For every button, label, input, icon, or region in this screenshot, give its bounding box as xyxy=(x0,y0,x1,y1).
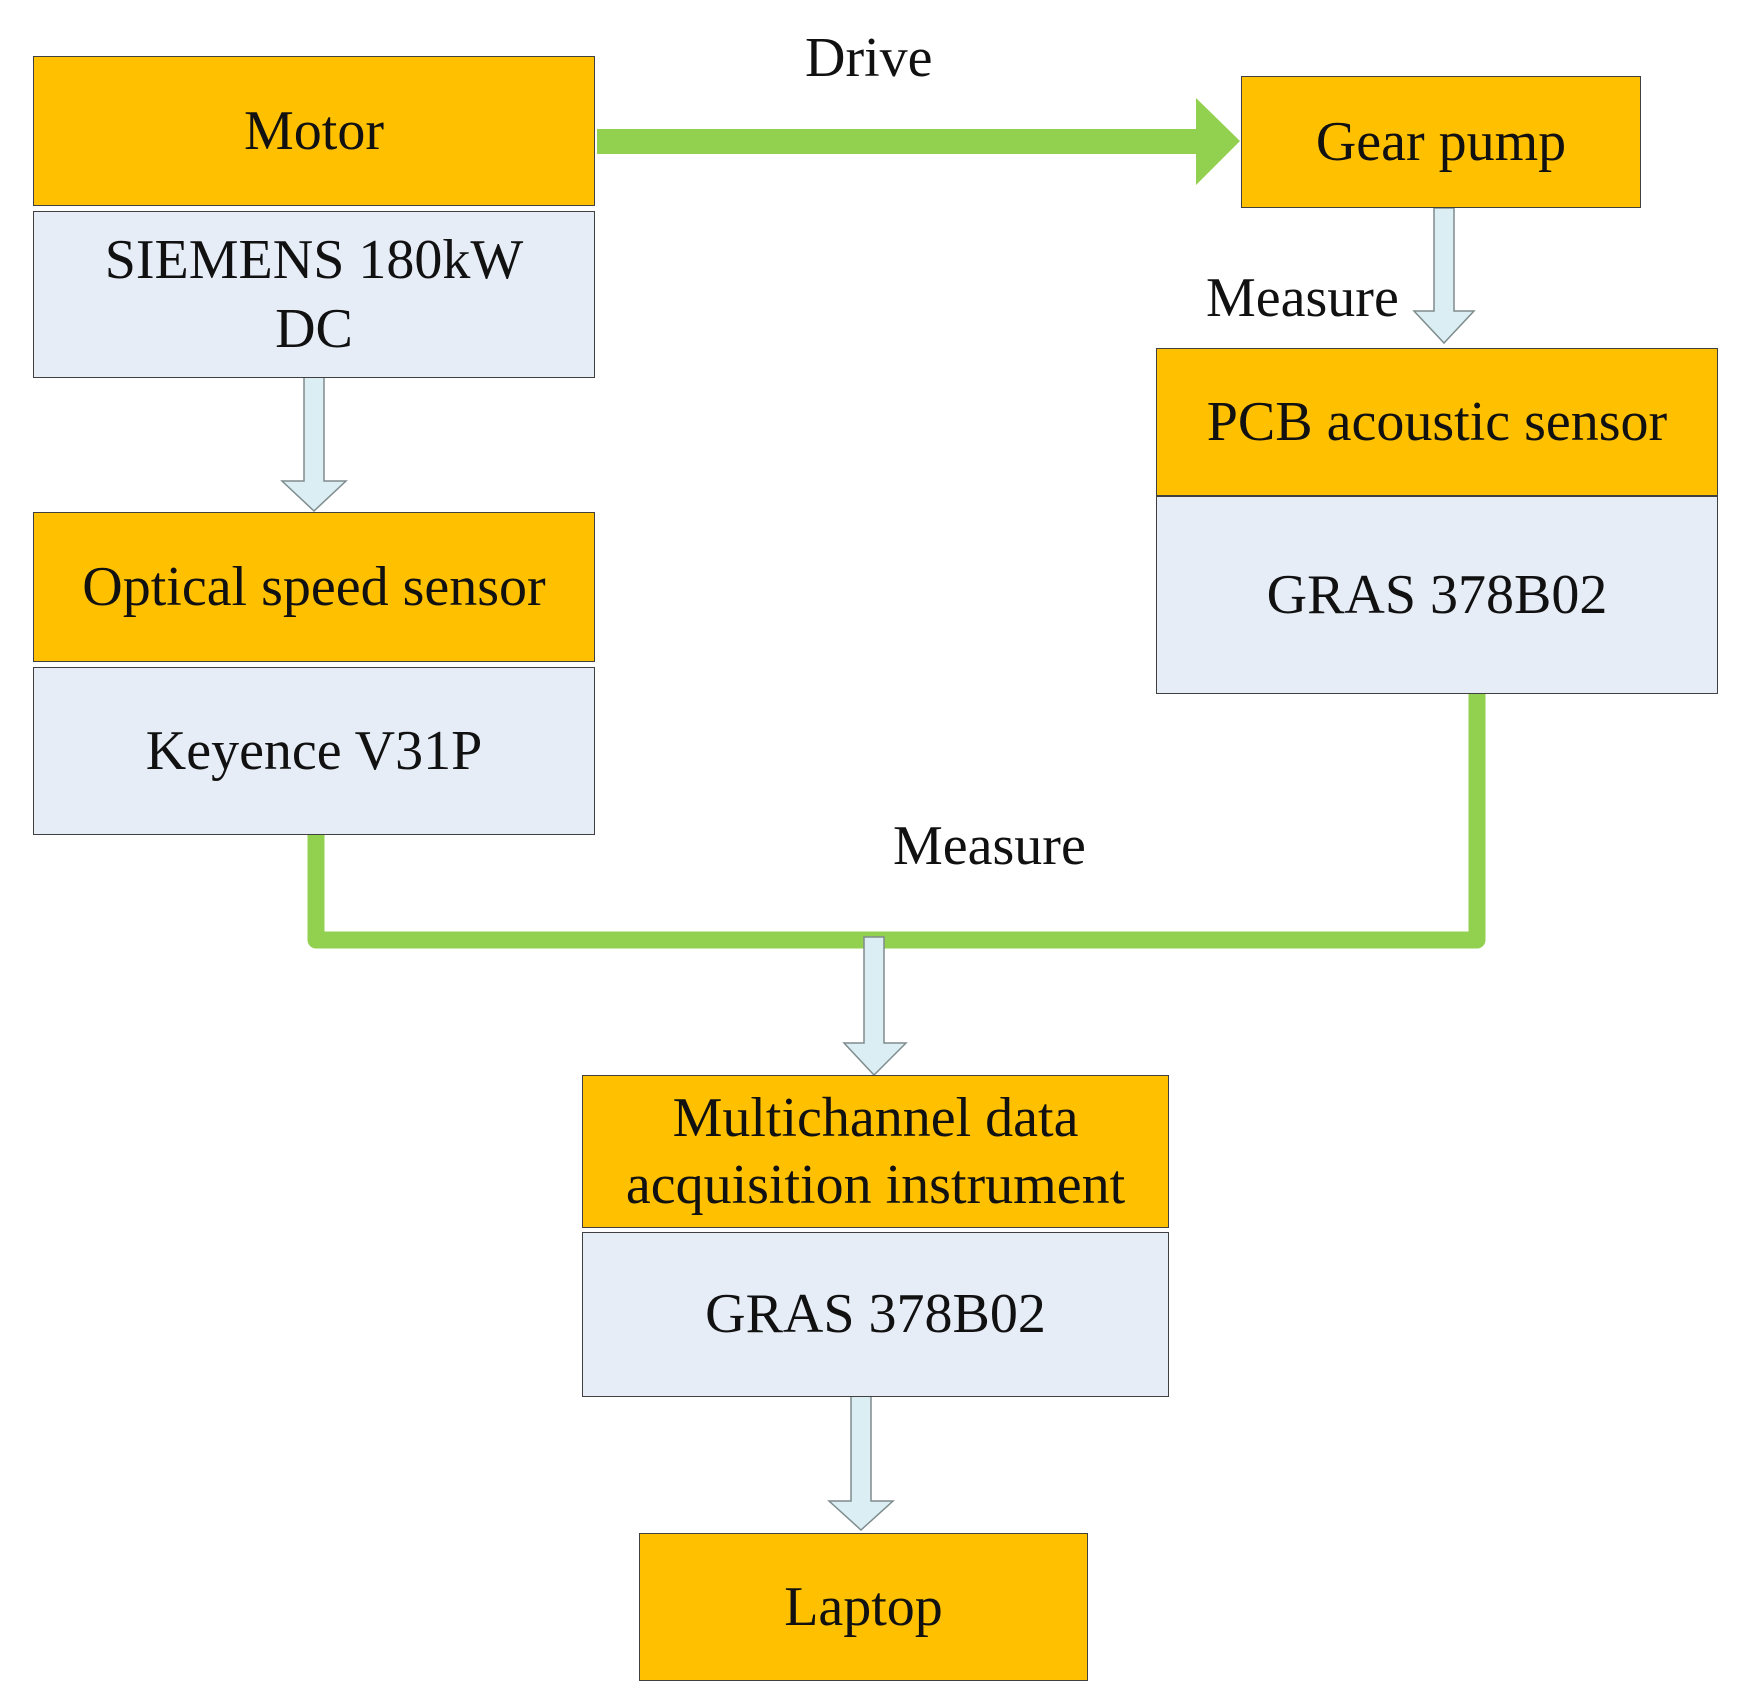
daq-title-box: Multichannel data acquisition instrument xyxy=(582,1075,1169,1228)
measure-label-top: Measure xyxy=(1206,267,1399,329)
measure-collector-line xyxy=(307,693,1486,949)
drive-arrow xyxy=(597,98,1240,185)
laptop-box: Laptop xyxy=(639,1533,1088,1681)
acoustic-sensor-title: PCB acoustic sensor xyxy=(1206,390,1668,453)
acoustic-sensor-detail: GRAS 378B02 xyxy=(1266,563,1608,626)
gear-pump-box: Gear pump xyxy=(1241,76,1641,208)
motor-detail-box: SIEMENS 180kW DC xyxy=(33,211,595,378)
drive-label: Drive xyxy=(805,27,933,89)
measure-label-bottom: Measure xyxy=(893,815,1086,877)
laptop-title: Laptop xyxy=(784,1575,943,1638)
optical-sensor-detail-box: Keyence V31P xyxy=(33,667,595,835)
optical-sensor-title-box: Optical speed sensor xyxy=(33,512,595,662)
acoustic-sensor-title-box: PCB acoustic sensor xyxy=(1156,348,1718,496)
motor-title: Motor xyxy=(244,99,384,162)
daq-detail: GRAS 378B02 xyxy=(705,1283,1046,1346)
arrow-motor-to-optical xyxy=(280,374,348,513)
daq-detail-box: GRAS 378B02 xyxy=(582,1232,1169,1397)
daq-title: Multichannel data acquisition instrument xyxy=(625,1087,1126,1216)
measure-arrow-pump-to-acoustic xyxy=(1412,207,1476,345)
gear-pump-title: Gear pump xyxy=(1315,110,1567,173)
arrow-collector-to-daq xyxy=(842,936,908,1077)
motor-title-box: Motor xyxy=(33,56,595,206)
optical-sensor-title: Optical speed sensor xyxy=(82,555,546,618)
arrow-daq-to-laptop xyxy=(827,1393,895,1532)
motor-detail: SIEMENS 180kW DC xyxy=(104,229,524,360)
acoustic-sensor-detail-box: GRAS 378B02 xyxy=(1156,496,1718,694)
optical-sensor-detail: Keyence V31P xyxy=(145,719,483,782)
